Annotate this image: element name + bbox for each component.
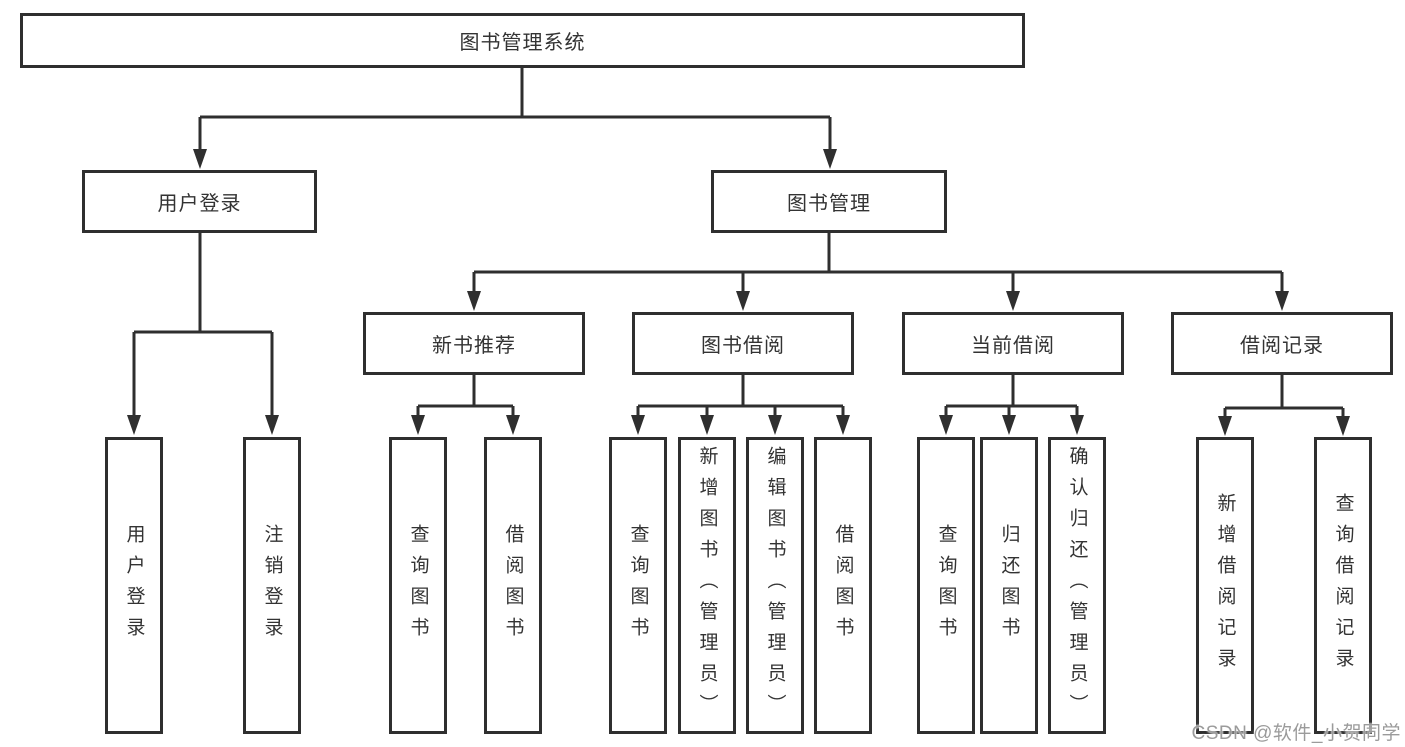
node-root: 图书管理系统 — [20, 13, 1025, 68]
leaf-logout: 注销登录 — [243, 437, 301, 734]
arrow-down-icon — [411, 415, 520, 435]
node-current-borrow-label: 当前借阅 — [971, 335, 1055, 357]
edge-book-mgmt-to-level3 — [467, 233, 1289, 311]
leaf-add-borrow-record: 新增借阅记录 — [1196, 437, 1254, 734]
arrow-down-icon — [193, 149, 837, 169]
connector-line — [636, 375, 845, 415]
edge-user-login-to-leaves — [127, 233, 279, 435]
leaf-borrow-books-1: 借阅图书 — [484, 437, 542, 734]
arrow-down-icon — [127, 415, 279, 435]
leaf-query-books-2-label: 查询图书 — [627, 523, 649, 648]
leaf-query-books-1-label: 查询图书 — [407, 523, 429, 648]
node-borrow-records: 借阅记录 — [1171, 312, 1393, 375]
connector-line — [416, 375, 515, 415]
edge-root-to-level2 — [193, 68, 837, 169]
node-new-book-recommend: 新书推荐 — [363, 312, 585, 375]
node-borrow-records-label: 借阅记录 — [1240, 335, 1324, 357]
arrow-down-icon — [939, 415, 1084, 435]
node-book-mgmt-label: 图书管理 — [787, 193, 871, 215]
connector-line — [198, 68, 832, 149]
edge-current-to-leaves — [939, 375, 1084, 435]
leaf-confirm-return-admin: 确认归还（管理员） — [1048, 437, 1106, 734]
connector-line — [132, 233, 274, 415]
connector-line — [1223, 375, 1345, 416]
leaf-add-books-admin: 新增图书（管理员） — [678, 437, 736, 734]
leaf-user-login-label: 用户登录 — [123, 523, 145, 648]
arrow-down-icon — [1218, 416, 1350, 436]
leaf-query-borrow-record: 查询借阅记录 — [1314, 437, 1372, 734]
node-book-borrow-label: 图书借阅 — [701, 335, 785, 357]
leaf-query-borrow-record-label: 查询借阅记录 — [1332, 492, 1354, 679]
edge-records-to-leaves — [1218, 375, 1350, 436]
leaf-query-books-3-label: 查询图书 — [935, 523, 957, 648]
arrow-down-icon — [631, 415, 850, 435]
connector-line — [944, 375, 1079, 415]
leaf-add-borrow-record-label: 新增借阅记录 — [1214, 492, 1236, 679]
leaf-return-books: 归还图书 — [980, 437, 1038, 734]
node-user-login: 用户登录 — [82, 170, 317, 233]
edge-borrow-to-leaves — [631, 375, 850, 435]
leaf-logout-label: 注销登录 — [261, 523, 283, 648]
leaf-confirm-return-admin-label: 确认归还（管理员） — [1066, 446, 1088, 725]
node-new-book-recommend-label: 新书推荐 — [432, 335, 516, 357]
node-book-mgmt: 图书管理 — [711, 170, 947, 233]
leaf-edit-books-admin-label: 编辑图书（管理员） — [764, 446, 786, 725]
leaf-borrow-books-1-label: 借阅图书 — [502, 523, 524, 648]
leaf-query-books-1: 查询图书 — [389, 437, 447, 734]
node-current-borrow: 当前借阅 — [902, 312, 1124, 375]
leaf-query-books-2: 查询图书 — [609, 437, 667, 734]
leaf-return-books-label: 归还图书 — [998, 523, 1020, 648]
leaf-edit-books-admin: 编辑图书（管理员） — [746, 437, 804, 734]
leaf-borrow-books-2-label: 借阅图书 — [832, 523, 854, 648]
node-root-label: 图书管理系统 — [459, 32, 586, 54]
leaf-borrow-books-2: 借阅图书 — [814, 437, 872, 734]
leaf-query-books-3: 查询图书 — [917, 437, 975, 734]
leaf-add-books-admin-label: 新增图书（管理员） — [696, 446, 718, 725]
arrow-down-icon — [467, 291, 1289, 311]
connector-line — [472, 233, 1284, 291]
node-book-borrow: 图书借阅 — [632, 312, 854, 375]
node-user-login-label: 用户登录 — [157, 193, 242, 215]
leaf-user-login: 用户登录 — [105, 437, 163, 734]
watermark: CSDN @软件_小贺同学 — [1191, 723, 1401, 744]
edge-new-book-to-leaves — [411, 375, 520, 435]
